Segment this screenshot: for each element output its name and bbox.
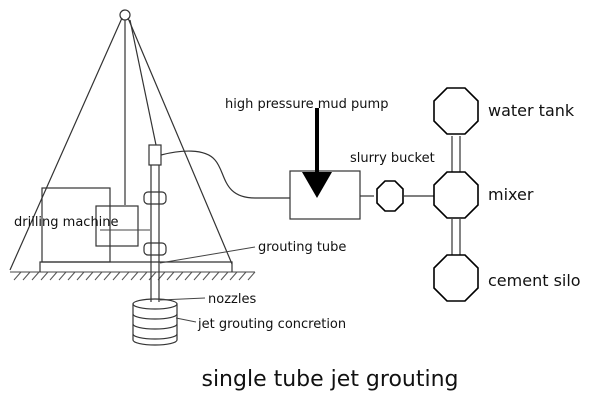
grouting-tube-assembly [143, 144, 167, 302]
tube-clamp-upper [143, 191, 167, 205]
hatch-mark [13, 271, 22, 281]
hatch-mark [211, 271, 220, 281]
label-nozzles: nozzles [208, 292, 256, 307]
hatch-mark [193, 271, 202, 281]
drilling-machine-body [41, 187, 111, 263]
hatch-mark [67, 271, 76, 281]
label-water-tank: water tank [488, 101, 575, 120]
hatch-mark [76, 271, 85, 281]
hatch-mark [58, 271, 67, 281]
label-high-pressure-mud-pump: high pressure mud pump [225, 97, 388, 112]
hatch-mark [238, 271, 247, 281]
drilling-machine-head [95, 205, 139, 247]
leader-nozzles [159, 297, 206, 301]
ground-hatching [13, 271, 256, 281]
mixer-octagon [433, 171, 479, 219]
ground-surface [10, 271, 256, 281]
hatch-mark [49, 271, 58, 281]
hatch-mark [121, 271, 130, 281]
label-cement-silo: cement silo [488, 271, 581, 290]
hatch-mark [103, 271, 112, 281]
pump-indicator-arrow [302, 108, 332, 198]
hatch-mark [112, 271, 121, 281]
cement-silo-octagon [433, 254, 479, 302]
hatch-mark [130, 271, 139, 281]
hatch-mark [31, 271, 40, 281]
concretion-ring-5 [132, 334, 178, 346]
hatch-mark [220, 271, 229, 281]
derrick-left-leg [9, 17, 123, 271]
hatch-mark [22, 271, 31, 281]
hatch-mark [184, 271, 193, 281]
concretion-ring-4 [132, 324, 178, 340]
leader-grouting-tube [159, 246, 256, 264]
high-pressure-mud-pump-box [289, 170, 361, 220]
leader-concretion [175, 317, 197, 323]
derrick-right-leg [127, 17, 233, 265]
label-mixer: mixer [488, 185, 534, 204]
jet-grouting-concretion-column [132, 298, 178, 346]
label-drilling-machine: drilling machine [14, 215, 119, 230]
hoist-cable [129, 19, 157, 146]
hatch-mark [148, 271, 157, 281]
drilling-rig [9, 9, 233, 272]
water-tank-octagon [433, 87, 479, 135]
diagram-caption: single tube jet grouting [201, 367, 458, 392]
hatch-mark [229, 271, 238, 281]
arrow-head [302, 172, 332, 198]
rig-base [39, 261, 233, 272]
high-pressure-hose [160, 150, 290, 199]
hatch-mark [40, 271, 49, 281]
label-jet-grouting-concretion: jet grouting concretion [197, 317, 346, 332]
hatch-mark [166, 271, 175, 281]
concretion-ring-3 [132, 314, 178, 330]
label-slurry-bucket: slurry bucket [350, 151, 435, 166]
concretion-ring-1 [132, 298, 178, 310]
label-grouting-tube: grouting tube [258, 240, 346, 255]
swivel-joint [148, 144, 162, 166]
tube-clamp-lower [143, 242, 167, 256]
slurry-bucket-octagon [376, 180, 404, 212]
hatch-mark [94, 271, 103, 281]
hatch-mark [202, 271, 211, 281]
hatch-mark [175, 271, 184, 281]
concretion-ring-2 [132, 304, 178, 320]
hatch-mark [85, 271, 94, 281]
hatch-mark [247, 271, 256, 281]
hatch-mark [139, 271, 148, 281]
